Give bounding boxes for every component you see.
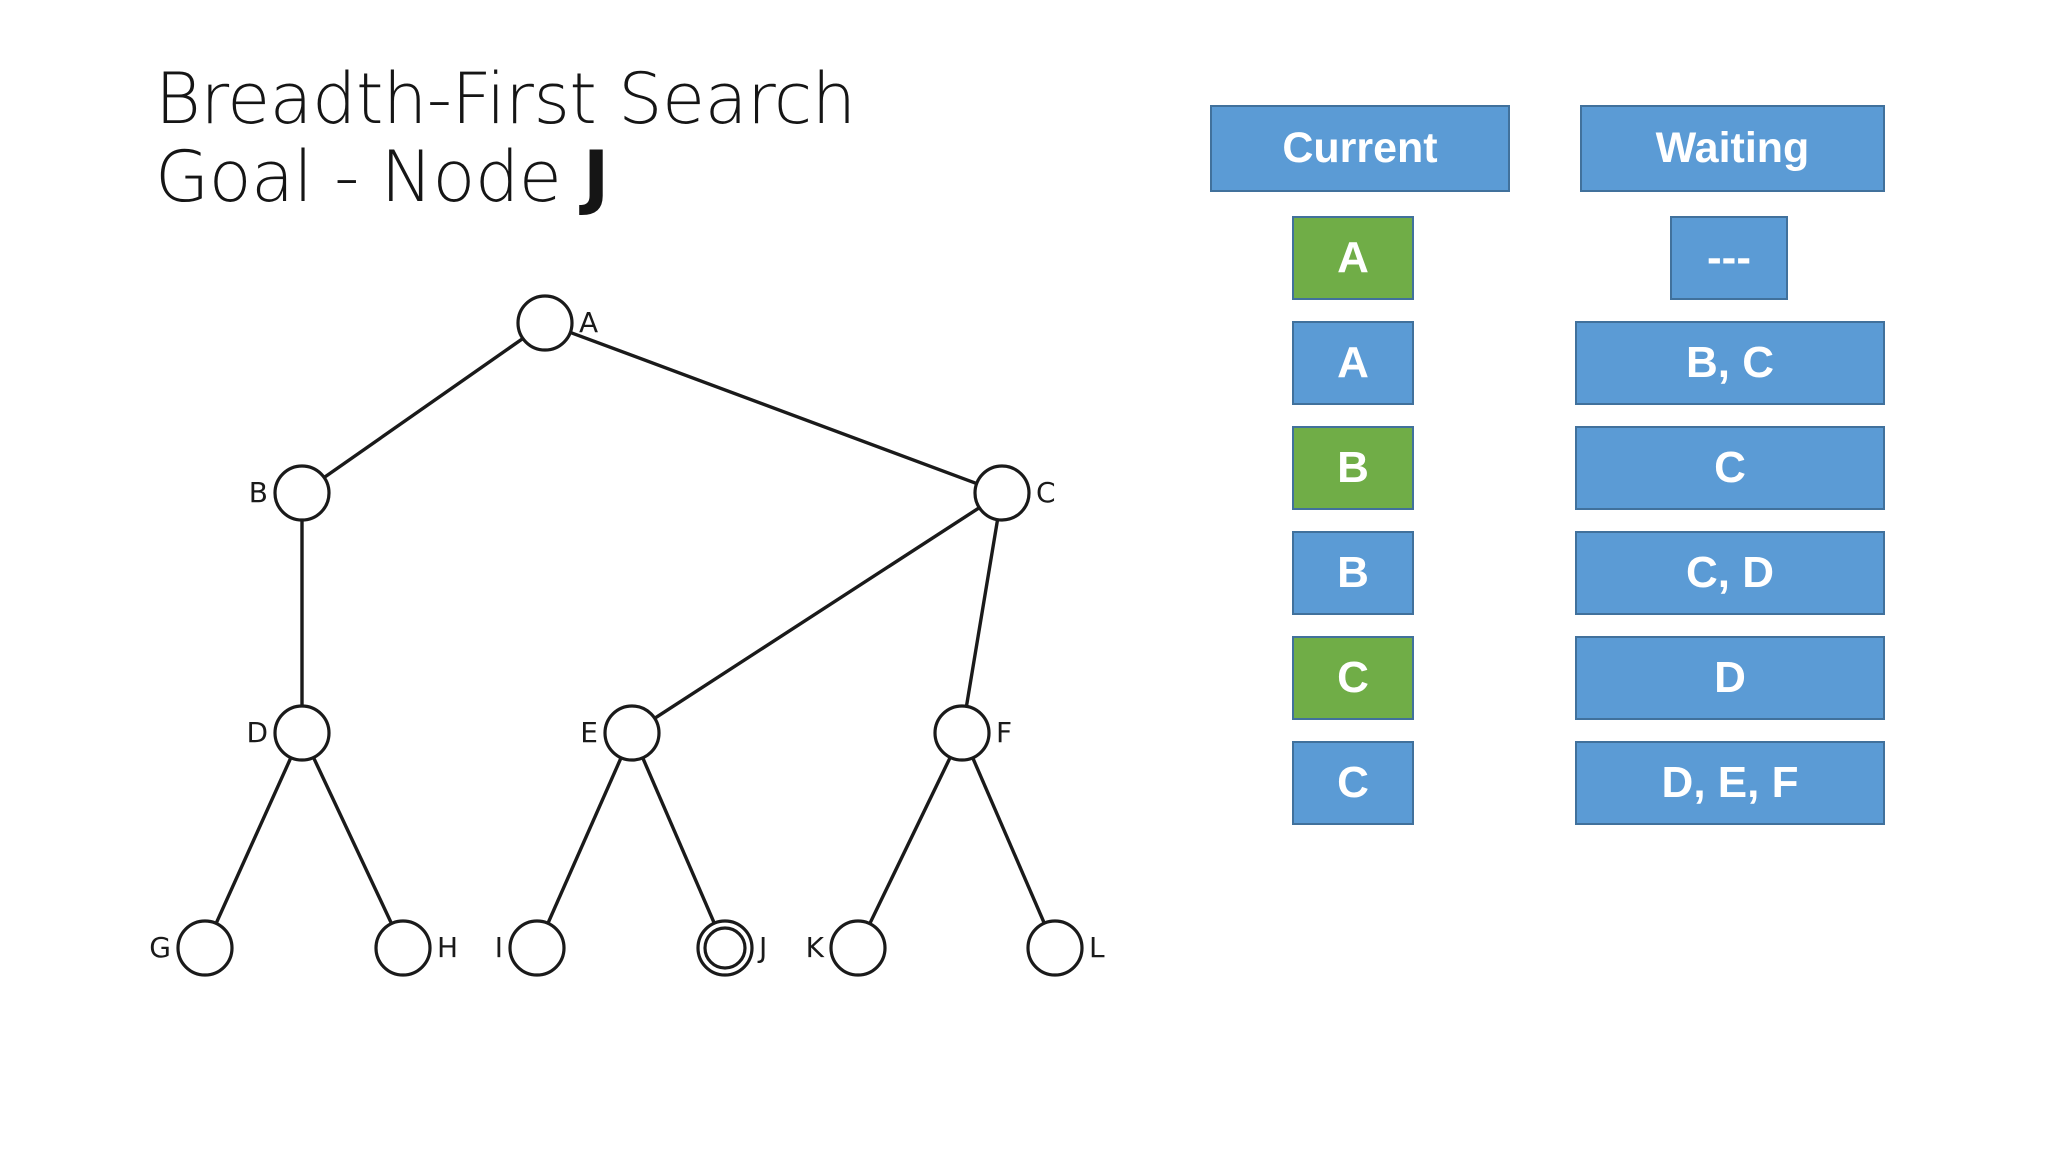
node-circle: [516, 294, 574, 352]
current-cell-row-5: C: [1292, 636, 1414, 720]
tree-node-h[interactable]: H: [374, 919, 458, 977]
tree-node-a[interactable]: A: [516, 294, 598, 352]
node-label-d: D: [246, 716, 268, 749]
node-label-f: F: [996, 716, 1012, 749]
tree-edge-e-j: [641, 757, 716, 924]
tree-edge-f-l: [971, 757, 1046, 924]
node-label-k: K: [806, 931, 825, 964]
tree-edge-d-h: [311, 756, 394, 925]
node-circle: [603, 704, 661, 762]
current-cell-row-6: C: [1292, 741, 1414, 825]
search-tree-diagram: A B C D E F G H I J K L: [130, 280, 1140, 1020]
current-cell-row-3: B: [1292, 426, 1414, 510]
tree-edge-a-b: [323, 337, 524, 479]
node-circle: [273, 704, 331, 762]
tree-node-j[interactable]: J: [696, 919, 767, 977]
node-circle: [829, 919, 887, 977]
title-goal-prefix: Goal - Node: [155, 136, 584, 219]
node-circle: [374, 919, 432, 977]
node-label-i: I: [495, 931, 503, 964]
node-circle: [508, 919, 566, 977]
current-cell-row-4: B: [1292, 531, 1414, 615]
node-circle: [1026, 919, 1084, 977]
tree-node-e[interactable]: E: [580, 704, 661, 762]
title-goal-node: J: [583, 136, 609, 219]
waiting-cell-row-1: ---: [1670, 216, 1788, 300]
tree-node-g[interactable]: G: [149, 919, 234, 977]
tree-node-f[interactable]: F: [933, 704, 1012, 762]
title-line-2: Goal - Node J: [155, 138, 975, 216]
waiting-cell-row-2: B, C: [1575, 321, 1885, 405]
tree-edge-a-c: [569, 330, 978, 486]
node-label-g: G: [149, 931, 171, 964]
node-circle: [933, 704, 991, 762]
node-label-c: C: [1036, 476, 1056, 509]
tree-svg: A B C D E F G H I J K L: [149, 294, 1105, 977]
node-label-a: A: [579, 306, 598, 339]
node-label-j: J: [757, 931, 767, 964]
tree-edge-c-e: [653, 506, 981, 720]
tree-edge-c-f: [964, 519, 1000, 707]
tree-edge-f-k: [868, 756, 952, 925]
tree-node-i[interactable]: I: [495, 919, 566, 977]
tree-node-d[interactable]: D: [246, 704, 331, 762]
current-cell-row-2: A: [1292, 321, 1414, 405]
waiting-cell-row-5: D: [1575, 636, 1885, 720]
tree-node-k[interactable]: K: [806, 919, 887, 977]
node-circle: [176, 919, 234, 977]
node-label-h: H: [437, 931, 458, 964]
tree-edge-d-g: [214, 756, 293, 925]
tree-nodes: A B C D E F G H I J K L: [149, 294, 1105, 977]
tree-node-b[interactable]: B: [249, 464, 331, 522]
column-header-current: Current: [1210, 105, 1510, 192]
node-label-l: L: [1089, 931, 1105, 964]
goal-node-inner-circle: [703, 926, 747, 970]
waiting-cell-row-4: C, D: [1575, 531, 1885, 615]
tree-node-l[interactable]: L: [1026, 919, 1105, 977]
title-line-1: Breadth-First Search: [155, 58, 856, 140]
node-circle: [973, 464, 1031, 522]
node-label-b: B: [249, 476, 268, 509]
tree-edges: [214, 330, 1046, 925]
tree-edge-e-i: [546, 757, 623, 924]
tree-node-c[interactable]: C: [973, 464, 1056, 522]
current-cell-row-1: A: [1292, 216, 1414, 300]
node-label-e: E: [580, 716, 598, 749]
column-header-waiting: Waiting: [1580, 105, 1885, 192]
waiting-cell-row-6: D, E, F: [1575, 741, 1885, 825]
waiting-cell-row-3: C: [1575, 426, 1885, 510]
node-circle: [273, 464, 331, 522]
page-title: Breadth-First Search Goal - Node J: [155, 60, 975, 217]
